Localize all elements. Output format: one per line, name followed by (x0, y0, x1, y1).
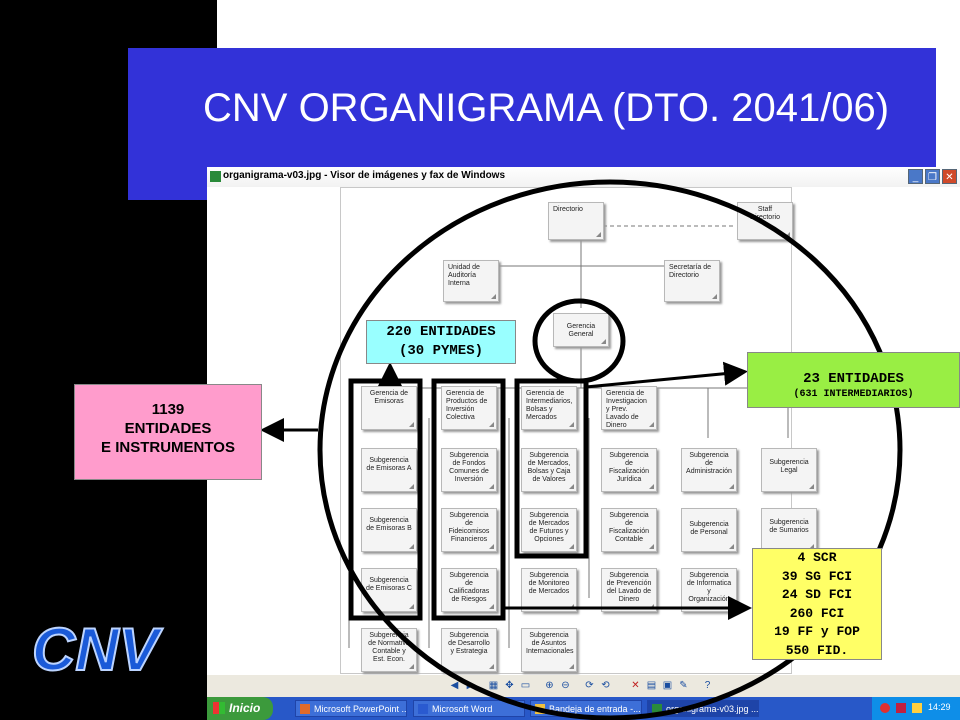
org-box-col2-1: Subgerencia de Fondos Comunes de Inversi… (441, 448, 497, 492)
org-box-col6-0: Subgerencia Legal (761, 448, 817, 492)
image-viewer-app-icon (210, 171, 221, 182)
org-box-gerencia-general: Gerencia General (553, 313, 609, 347)
org-box-col2-3: Subgerencia de Calificadoras de Riesgos (441, 568, 497, 612)
print-icon[interactable]: ▤ (646, 680, 657, 691)
task-word[interactable]: Microsoft Word (413, 700, 525, 717)
restore-button[interactable]: ❐ (925, 169, 940, 184)
green-line-2: (631 INTERMEDIARIOS) (793, 389, 914, 400)
antivirus-icon[interactable] (880, 703, 890, 713)
yellow-line-3: 24 SD FCI (781, 587, 853, 602)
cyan-line-2: (30 PYMES) (398, 343, 483, 359)
yellow-line-6: 550 FID. (785, 642, 849, 658)
network-icon[interactable] (912, 703, 922, 713)
taskbar-clock: 14:29 (928, 702, 951, 712)
org-box-directorio: Directorio (548, 202, 604, 240)
org-box-col3-0: Gerencia de Intermediarios, Bolsas y Mer… (521, 386, 577, 430)
org-box-col5-2: Subgerencia de Informatica y Organizació… (681, 568, 737, 612)
org-box-col4-2: Subgerencia de Fiscalización Contable (601, 508, 657, 552)
org-box-col6-1: Subgerencia de Sumarios (761, 508, 817, 552)
yellow-line-2: 39 SG FCI (781, 568, 853, 584)
highlight-ellipse (317, 179, 903, 720)
annotation-cyan: 220 ENTIDADES (30 PYMES) (366, 320, 516, 364)
slide-title: CNV ORGANIGRAMA (DTO. 2041/06) (203, 86, 890, 130)
delete-icon[interactable]: ✕ (631, 680, 640, 691)
powerpoint-icon (300, 704, 310, 714)
zoom-in-icon[interactable]: ⊕ (545, 680, 554, 691)
slideshow-icon[interactable]: ▭ (520, 680, 531, 691)
org-box-col3-4: Subgerencia de Asuntos Internacionales (521, 628, 577, 672)
org-box-col3-3: Subgerencia de Monitoreo de Mercados (521, 568, 577, 612)
org-box-col4-3: Subgerencia de Prevención del Lavado de … (601, 568, 657, 612)
image-viewer-icon (652, 704, 662, 714)
org-box-col4-1: Subgerencia de Fiscalización Jurídica (601, 448, 657, 492)
col1-highlight (348, 378, 423, 621)
org-box-col5-1: Subgerencia de Personal (681, 508, 737, 552)
cnv-logo: CNV (31, 615, 165, 682)
yellow-line-5: 19 FF y FOP (774, 624, 860, 639)
org-box-auditoria: Unidad de Auditoría Interna (443, 260, 499, 302)
arrow-to-green (585, 361, 748, 389)
org-box-col1-1: Subgerencia de Emisoras A (361, 448, 417, 492)
word-icon (418, 704, 428, 714)
minimize-button[interactable]: _ (908, 169, 923, 184)
viewer-toolbar: ◀ ▶ ▦ ✥ ▭ ⊕ ⊖ ⟳ ⟲ ✕ ▤ ▣ ✎ ? (207, 675, 960, 697)
pink-line-2: ENTIDADES (124, 420, 212, 437)
yellow-line-1: 4 SCR (797, 550, 837, 565)
close-button[interactable]: ✕ (942, 169, 957, 184)
actual-size-icon[interactable]: ✥ (505, 680, 514, 691)
help-icon[interactable]: ? (704, 680, 711, 691)
org-box-col3-1: Subgerencia de Mercados, Bolsas y Caja d… (521, 448, 577, 492)
best-fit-icon[interactable]: ▦ (488, 680, 499, 691)
ati-icon[interactable] (896, 703, 906, 713)
org-box-col1-2: Subgerencia de Emisoras B (361, 508, 417, 552)
org-box-col1-4: Subgerencia de Normativa Contable y Est.… (361, 628, 417, 672)
window-title: organigrama-v03.jpg - Visor de imágenes … (223, 170, 506, 181)
windows-taskbar: Inicio Microsoft PowerPoint ... Microsof… (207, 697, 960, 720)
windows-logo-icon (213, 702, 225, 714)
org-chart-connectors (348, 225, 789, 648)
org-box-col2-2: Subgerencia de Fideicomisos Financieros (441, 508, 497, 552)
annotation-pink: 1139 ENTIDADES E INSTRUMENTOS (74, 384, 262, 480)
col2-highlight (431, 378, 506, 621)
task-powerpoint[interactable]: Microsoft PowerPoint ... (295, 700, 407, 717)
zoom-out-icon[interactable]: ⊖ (561, 680, 570, 691)
org-box-col4-0: Gerencia de Investigacion y Prev. Lavado… (601, 386, 657, 430)
gerencia-general-ellipse (532, 298, 626, 384)
cnv-logo-text: CNV (32, 616, 164, 682)
pink-line-3: E INSTRUMENTOS (101, 439, 235, 456)
yellow-line-4: 260 FCI (789, 605, 845, 621)
org-chart-image: Directorio Staff Directorio Unidad de Au… (340, 187, 817, 674)
annotation-green: 23 ENTIDADES (631 INTERMEDIARIOS) (747, 352, 960, 408)
back-icon[interactable]: ◀ (450, 680, 459, 691)
window-titlebar[interactable]: organigrama-v03.jpg - Visor de imágenes … (207, 167, 960, 187)
rotate-cw-icon[interactable]: ⟳ (585, 680, 594, 691)
pink-line-1: 1139 (151, 401, 185, 418)
cyan-line-1: 220 ENTIDADES (386, 324, 496, 340)
rotate-ccw-icon[interactable]: ⟲ (601, 680, 610, 691)
org-box-col2-4: Subgerencia de Desarrollo y Estrategia (441, 628, 497, 672)
system-tray: 14:29 (872, 697, 960, 720)
org-box-col1-0: Gerencia de Emisoras (361, 386, 417, 430)
org-box-col2-0: Gerencia de Productos de Inversión Colec… (441, 386, 497, 430)
start-button[interactable]: Inicio (207, 697, 273, 720)
edit-icon[interactable]: ✎ (679, 680, 688, 691)
green-line-1: 23 ENTIDADES (803, 371, 904, 387)
org-box-secretaria: Secretaría de Directorio (664, 260, 720, 302)
col3-highlight (514, 378, 589, 559)
start-label: Inicio (229, 701, 261, 715)
annotation-yellow: 4 SCR 39 SG FCI 24 SD FCI 260 FCI 19 FF … (752, 548, 882, 660)
org-box-col3-2: Subgerencia de Mercados de Futuros y Opc… (521, 508, 577, 552)
org-box-col5-0: Subgerencia de Administración (681, 448, 737, 492)
image-viewport: Directorio Staff Directorio Unidad de Au… (207, 187, 960, 680)
save-icon[interactable]: ▣ (662, 680, 673, 691)
